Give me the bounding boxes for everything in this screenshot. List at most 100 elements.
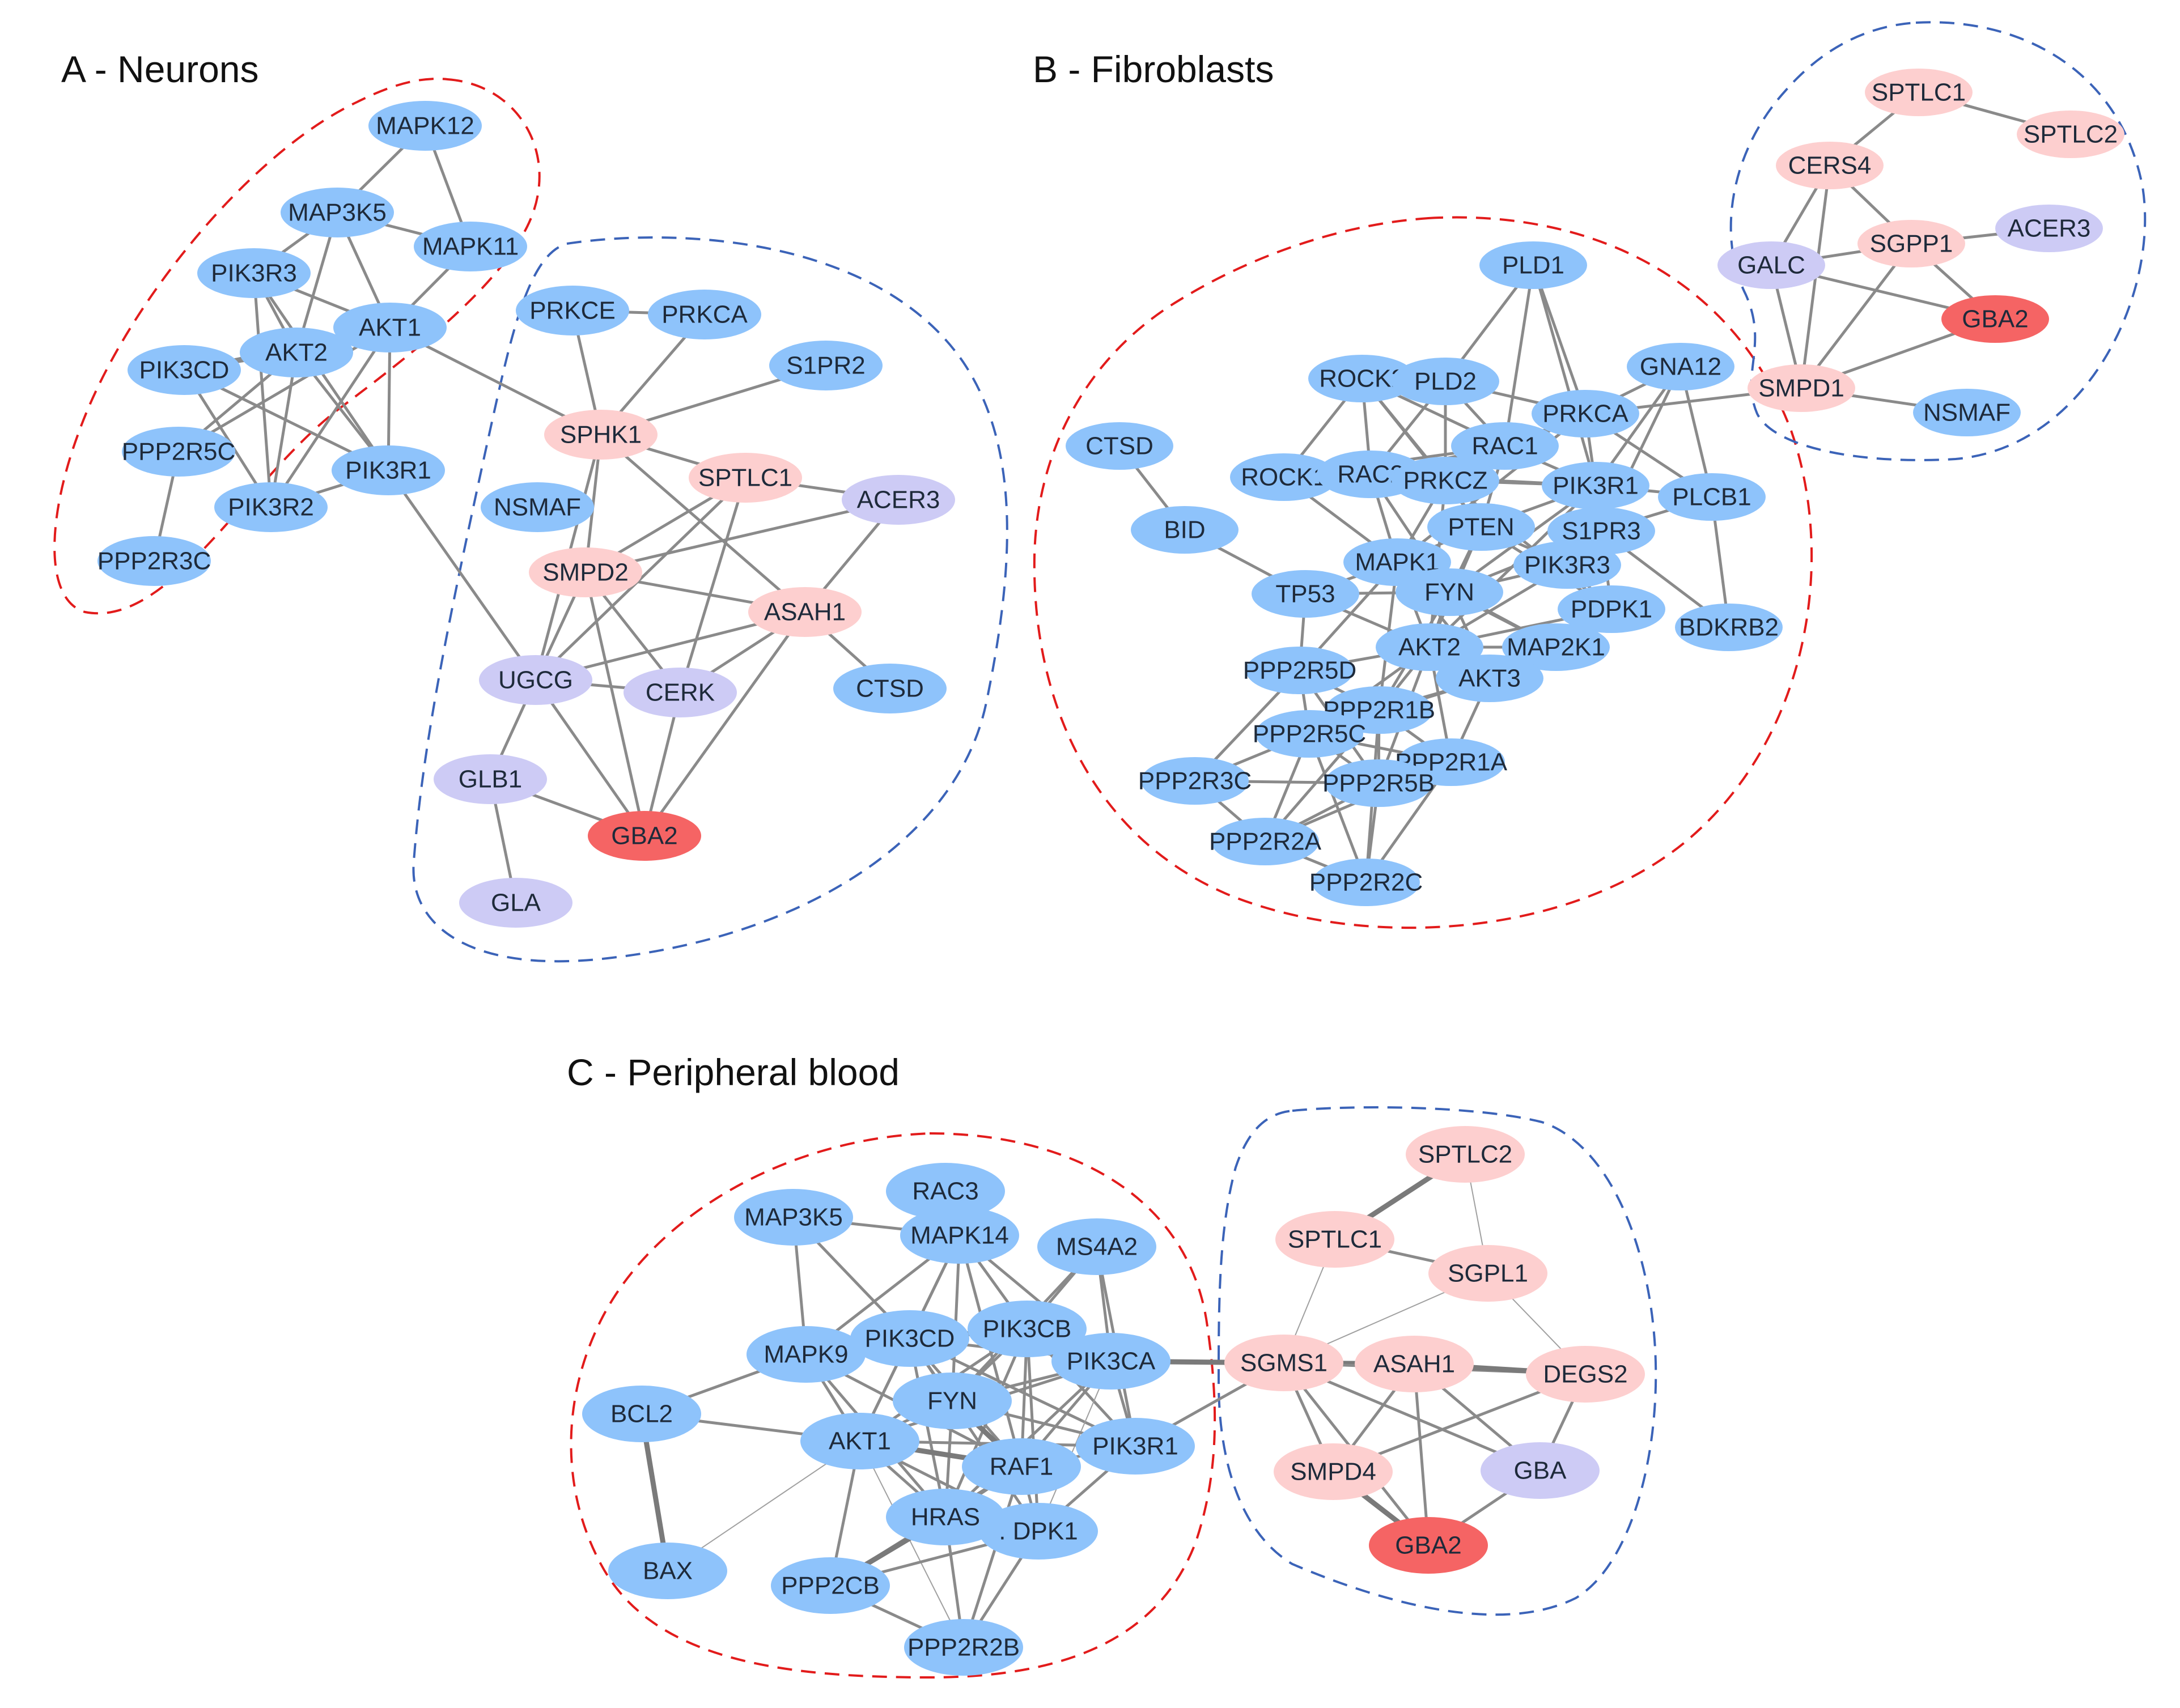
node-ppp2r2a[interactable]: PPP2R2A xyxy=(1209,818,1322,865)
node-mapk11[interactable]: MAPK11 xyxy=(414,222,527,271)
node-pik3cd[interactable]: PIK3CD xyxy=(128,345,241,395)
node-gba2[interactable]: GBA2 xyxy=(1941,295,2049,343)
node-label: PTEN xyxy=(1448,513,1514,541)
node-nsmaf[interactable]: NSMAF xyxy=(1913,389,2021,436)
node-mapk12[interactable]: MAPK12 xyxy=(368,101,482,151)
node-asah1[interactable]: ASAH1 xyxy=(748,587,862,637)
node-akt1[interactable]: AKT1 xyxy=(800,1413,919,1469)
node-glb1[interactable]: GLB1 xyxy=(434,754,547,804)
node-pik3cb[interactable]: PIK3CB xyxy=(968,1301,1087,1357)
node-pten[interactable]: PTEN xyxy=(1427,503,1535,551)
node-sptlc2[interactable]: SPTLC2 xyxy=(1406,1126,1525,1183)
node-sptlc1[interactable]: SPTLC1 xyxy=(1275,1211,1394,1268)
node-prkca[interactable]: PRKCA xyxy=(1532,390,1639,437)
node-pik3r1[interactable]: PIK3R1 xyxy=(1542,462,1649,509)
node-sptlc2[interactable]: SPTLC2 xyxy=(2017,111,2124,158)
node-prkce[interactable]: PRKCE xyxy=(516,286,629,335)
node-pik3r1[interactable]: PIK3R1 xyxy=(1076,1418,1195,1475)
node-label: ASAH1 xyxy=(1373,1350,1455,1378)
node-bdkrb2[interactable]: BDKRB2 xyxy=(1675,604,1783,651)
node-label: ROCK1 xyxy=(1241,464,1327,491)
node-bcl2[interactable]: BCL2 xyxy=(582,1386,701,1442)
node-smpd1[interactable]: SMPD1 xyxy=(1748,364,1855,412)
node-ctsd[interactable]: CTSD xyxy=(833,664,947,713)
node-acer3[interactable]: ACER3 xyxy=(842,475,955,525)
node-ppp2r5b[interactable]: PPP2R5B xyxy=(1322,759,1435,807)
node-ms4a2[interactable]: MS4A2 xyxy=(1037,1218,1156,1275)
node-smpd4[interactable]: SMPD4 xyxy=(1274,1443,1393,1500)
node-map2k1[interactable]: MAP2K1 xyxy=(1502,623,1610,671)
node-gba2[interactable]: GBA2 xyxy=(588,811,701,861)
node-pik3r1[interactable]: PIK3R1 xyxy=(332,445,445,495)
node-tp53[interactable]: TP53 xyxy=(1252,570,1359,618)
node-pik3cd[interactable]: PIK3CD xyxy=(850,1310,969,1367)
node-shape xyxy=(1406,1126,1525,1183)
node-prkcz[interactable]: PRKCZ xyxy=(1392,457,1499,504)
node-rac3[interactable]: RAC3 xyxy=(886,1163,1005,1220)
node-shape xyxy=(1481,1442,1600,1499)
node-pdpk1[interactable]: PDPK1 xyxy=(1558,585,1665,633)
node-gba[interactable]: GBA xyxy=(1481,1442,1600,1499)
node-gla[interactable]: GLA xyxy=(459,878,572,928)
node-pik3r3[interactable]: PIK3R3 xyxy=(197,248,311,298)
node-hras[interactable]: HRAS xyxy=(886,1489,1005,1545)
node-plcb1[interactable]: PLCB1 xyxy=(1658,473,1766,521)
node-shape xyxy=(197,248,311,298)
node-pik3r3[interactable]: PIK3R3 xyxy=(1513,541,1621,589)
node-fyn[interactable]: FYN xyxy=(1396,568,1503,616)
node-rac1[interactable]: RAC1 xyxy=(1451,422,1559,470)
node-akt2[interactable]: AKT2 xyxy=(1376,623,1483,671)
node-rock1[interactable]: ROCK1 xyxy=(1230,453,1338,501)
node-pik3r2[interactable]: PIK3R2 xyxy=(214,482,328,532)
node-pik3ca[interactable]: PIK3CA xyxy=(1051,1333,1170,1390)
node-cerk[interactable]: CERK xyxy=(624,668,737,717)
node-bid[interactable]: BID xyxy=(1131,506,1239,554)
node-ppp2r3c[interactable]: PPP2R3C xyxy=(97,536,211,586)
node-ppp2r5c[interactable]: PPP2R5C xyxy=(1253,710,1367,758)
node-rock2[interactable]: ROCK2 xyxy=(1308,355,1416,402)
node-pld1[interactable]: PLD1 xyxy=(1479,241,1587,289)
node-ctsd[interactable]: CTSD xyxy=(1066,422,1173,470)
node-shape xyxy=(1256,710,1363,758)
node-ugcg[interactable]: UGCG xyxy=(479,655,592,705)
node-mapk9[interactable]: MAPK9 xyxy=(747,1326,866,1383)
node-label: BDKRB2 xyxy=(1679,614,1779,641)
node-mapk14[interactable]: MAPK14 xyxy=(900,1207,1019,1264)
node-prkca[interactable]: PRKCA xyxy=(648,290,761,339)
node-smpd2[interactable]: SMPD2 xyxy=(529,547,642,597)
node-cers4[interactable]: CERS4 xyxy=(1776,142,1884,189)
node-ppp2r2b[interactable]: PPP2R2B xyxy=(904,1619,1023,1676)
node-sptlc1[interactable]: SPTLC1 xyxy=(1865,69,1973,116)
node-asah1[interactable]: ASAH1 xyxy=(1355,1336,1474,1392)
node-sptlc1[interactable]: SPTLC1 xyxy=(689,453,802,503)
node-shape xyxy=(122,427,235,477)
node-map3k5[interactable]: MAP3K5 xyxy=(281,188,394,237)
node-fyn[interactable]: FYN xyxy=(893,1373,1012,1429)
node-bax[interactable]: BAX xyxy=(608,1543,727,1599)
node-s1pr2[interactable]: S1PR2 xyxy=(769,341,883,390)
node-sgpl1[interactable]: SGPL1 xyxy=(1428,1245,1547,1302)
node-gna12[interactable]: GNA12 xyxy=(1627,343,1734,390)
node-ppp2cb[interactable]: PPP2CB xyxy=(771,1557,890,1614)
node-akt3[interactable]: AKT3 xyxy=(1436,655,1543,702)
node-ppp2r5d[interactable]: PPP2R5D xyxy=(1243,647,1357,694)
node-pdpk1[interactable]: . DPK1 xyxy=(979,1503,1098,1560)
node-pld2[interactable]: PLD2 xyxy=(1392,358,1499,405)
node-nsmaf[interactable]: NSMAF xyxy=(481,482,594,532)
node-sgms1[interactable]: SGMS1 xyxy=(1224,1335,1343,1391)
node-gba2[interactable]: GBA2 xyxy=(1369,1517,1488,1574)
node-raf1[interactable]: RAF1 xyxy=(962,1438,1081,1495)
node-ppp2r5c[interactable]: PPP2R5C xyxy=(122,427,236,477)
node-sgpp1[interactable]: SGPP1 xyxy=(1857,220,1965,267)
node-akt1[interactable]: AKT1 xyxy=(333,303,447,352)
node-akt2[interactable]: AKT2 xyxy=(240,328,353,377)
node-degs2[interactable]: DEGS2 xyxy=(1526,1346,1645,1403)
node-sphk1[interactable]: SPHK1 xyxy=(544,410,658,460)
node-galc[interactable]: GALC xyxy=(1717,241,1825,289)
node-ppp2r2c[interactable]: PPP2R2C xyxy=(1309,859,1423,906)
panel-title: B - Fibroblasts xyxy=(1033,48,1274,90)
node-acer3[interactable]: ACER3 xyxy=(1995,205,2103,252)
node-map3k5[interactable]: MAP3K5 xyxy=(734,1189,853,1246)
node-label: PPP2R3C xyxy=(97,547,211,575)
node-ppp2r3c[interactable]: PPP2R3C xyxy=(1138,757,1252,805)
